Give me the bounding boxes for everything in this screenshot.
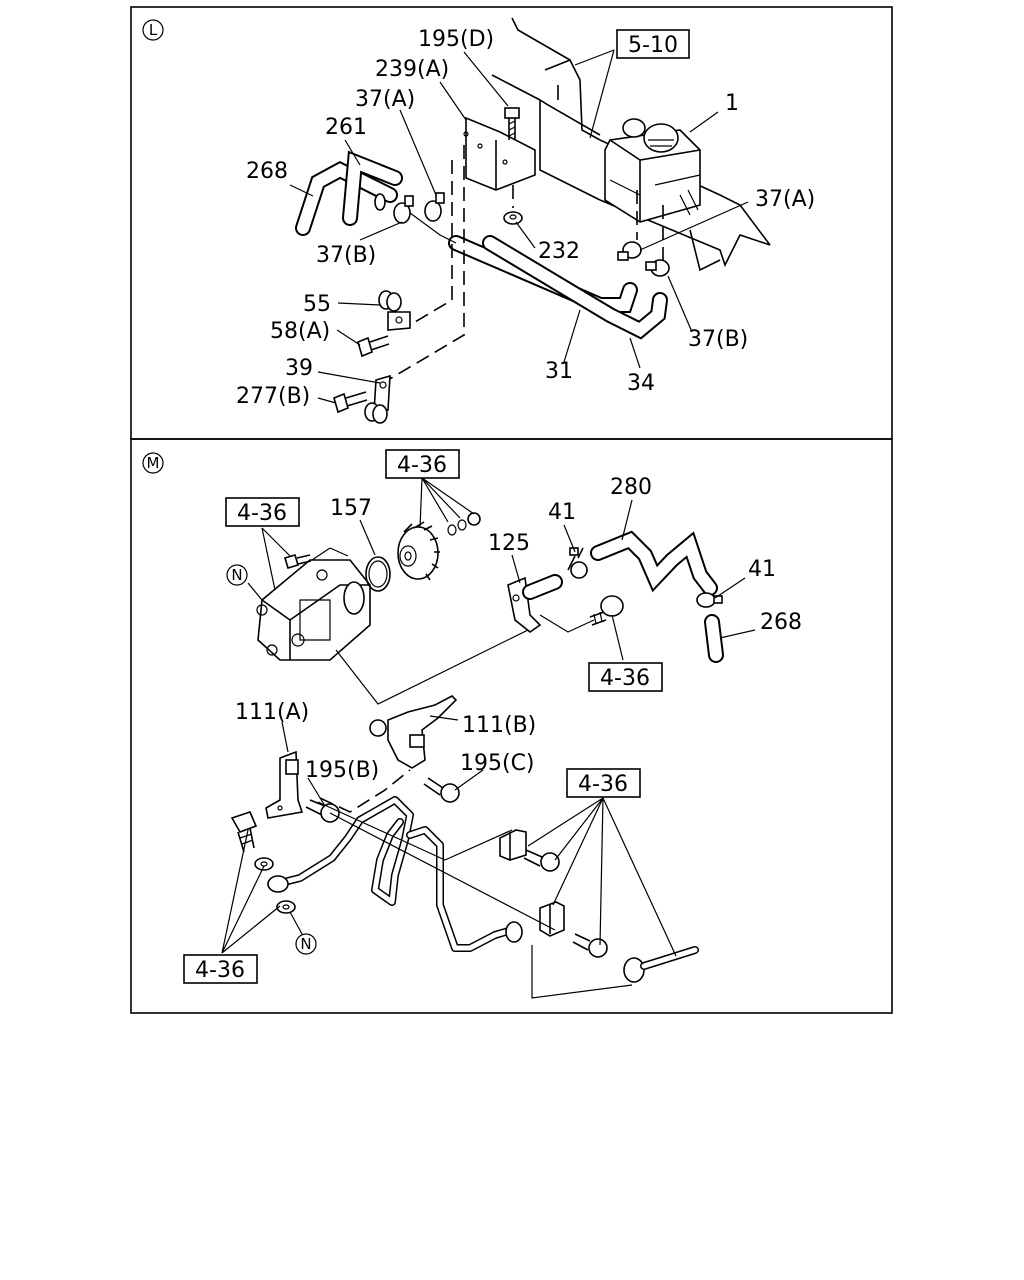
ref-box-4-36-bottom: 4-36 xyxy=(183,954,258,984)
bracket-111b xyxy=(369,695,458,769)
label-111a: 111(A) xyxy=(235,700,309,725)
washer-lower xyxy=(276,900,296,914)
bolt-195b xyxy=(305,799,340,823)
label-125: 125 xyxy=(488,531,530,556)
bolt-clamp-lower xyxy=(572,933,608,958)
pump-fitting-link xyxy=(335,614,595,705)
clamp-37a-left xyxy=(424,192,445,222)
marker-n-washer: N xyxy=(295,933,317,955)
label-41-right: 41 xyxy=(748,557,776,582)
clamp-37b-left xyxy=(393,195,414,224)
section-letter-m: M xyxy=(147,454,160,472)
drive-gear xyxy=(397,521,440,581)
label-195b: 195(B) xyxy=(305,758,379,783)
label-111b: 111(B) xyxy=(462,713,536,738)
reservoir-tank-1 xyxy=(604,118,701,262)
clamp-41-right xyxy=(696,592,723,608)
label-31: 31 xyxy=(545,359,573,384)
ref-label-5-10: 5-10 xyxy=(628,33,678,58)
section-marker-l: L xyxy=(142,19,164,41)
bracket-111a xyxy=(265,750,304,819)
label-37b-right: 37(B) xyxy=(688,327,748,352)
label-37a-right: 37(A) xyxy=(755,187,815,212)
ref-box-4-36-top: 4-36 xyxy=(385,449,460,479)
dash-bracket-39 xyxy=(387,145,465,381)
label-280: 280 xyxy=(610,475,652,500)
ref-label-4-36-right: 4-36 xyxy=(578,772,628,797)
label-268-m: 268 xyxy=(760,610,802,635)
label-195d: 195(D) xyxy=(418,27,494,52)
bolt-277b xyxy=(333,391,368,414)
leaders-l xyxy=(289,49,749,404)
clamp-55 xyxy=(378,290,411,331)
ref-label-4-36-left: 4-36 xyxy=(237,501,287,526)
clamp-37b-right xyxy=(645,259,670,277)
pump-bolt xyxy=(284,554,312,569)
bracket-239a xyxy=(463,116,536,191)
section-marker-m: M xyxy=(142,452,164,474)
pipe-34 xyxy=(482,235,668,340)
bolt-195d xyxy=(504,107,520,140)
banjo-bolt xyxy=(230,811,258,853)
label-58a: 58(A) xyxy=(270,319,330,344)
marker-n-pump: N xyxy=(226,564,248,586)
hose-268-m xyxy=(704,614,724,663)
bolt-195c xyxy=(423,777,460,803)
bolt-clamp-upper xyxy=(523,849,560,872)
panel-m-frame xyxy=(130,438,893,1014)
panel-l: L xyxy=(142,17,815,424)
ref-box-4-36-mid: 4-36 xyxy=(588,662,663,692)
marker-n-washer-letter: N xyxy=(300,935,311,953)
label-239a: 239(A) xyxy=(375,57,449,82)
assembly-lines-m xyxy=(317,769,633,999)
hose-280 xyxy=(590,530,718,596)
clamp-41-top xyxy=(567,547,588,579)
clamp-37a-right xyxy=(617,241,642,261)
bolt-58a xyxy=(357,335,390,358)
pressure-pipe xyxy=(267,796,523,952)
union-bolt xyxy=(589,595,624,626)
tube-fitting xyxy=(623,946,699,983)
label-1: 1 xyxy=(725,91,739,116)
label-277b: 277(B) xyxy=(236,384,310,409)
label-34: 34 xyxy=(627,371,655,396)
panel-m: M xyxy=(142,449,802,999)
ref-box-5-10: 5-10 xyxy=(616,29,690,59)
label-157: 157 xyxy=(330,496,372,521)
ref-label-4-36-bottom: 4-36 xyxy=(195,958,245,983)
label-55: 55 xyxy=(303,292,331,317)
clamp-39 xyxy=(364,374,391,424)
ref-box-4-36-right: 4-36 xyxy=(566,768,641,798)
power-steering-pump xyxy=(256,547,371,661)
hose-261 xyxy=(342,150,403,226)
label-37b-left: 37(B) xyxy=(316,243,376,268)
fitting-125 xyxy=(507,574,563,633)
ref-label-4-36-mid: 4-36 xyxy=(600,666,650,691)
label-37a-top: 37(A) xyxy=(355,87,415,112)
washer-upper xyxy=(254,857,274,871)
ref-label-4-36-top: 4-36 xyxy=(397,453,447,478)
section-letter-l: L xyxy=(149,21,158,39)
ref-box-4-36-left: 4-36 xyxy=(225,497,300,527)
gear-washers xyxy=(447,512,481,536)
marker-n-pump-letter: N xyxy=(231,566,242,584)
line-clamp-link xyxy=(405,209,457,244)
label-39: 39 xyxy=(285,356,313,381)
label-261: 261 xyxy=(325,115,367,140)
nut-232 xyxy=(503,185,523,225)
hose-268 xyxy=(295,160,398,236)
label-195c: 195(C) xyxy=(460,751,535,776)
pipe-clamp-upper xyxy=(499,829,527,861)
pipe-clamp-lower xyxy=(539,901,565,937)
o-ring-157 xyxy=(365,556,391,592)
label-41-top: 41 xyxy=(548,500,576,525)
label-268: 268 xyxy=(246,159,288,184)
label-232: 232 xyxy=(538,239,580,264)
dash-bracket-55 xyxy=(409,160,453,326)
leaders-m xyxy=(221,477,756,957)
